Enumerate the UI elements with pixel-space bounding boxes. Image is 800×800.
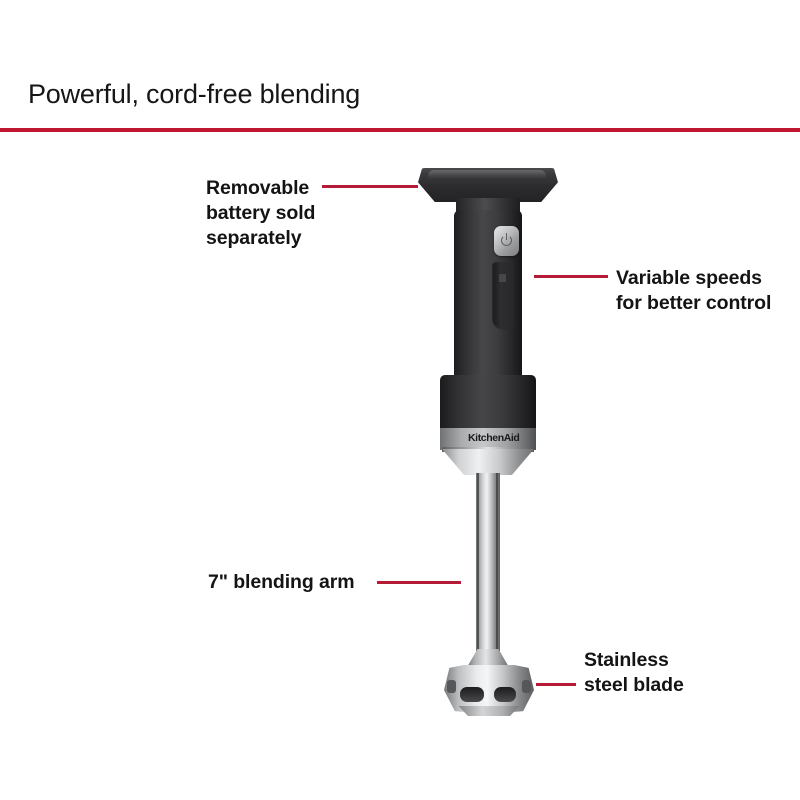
blade-opening — [460, 687, 484, 702]
callout-stainless-blade: Stainless steel blade — [584, 648, 684, 698]
speed-trigger-lever — [492, 262, 514, 330]
kitchenaid-wordmark: KitchenAid — [468, 432, 520, 444]
leader-line-blending-arm — [377, 581, 461, 584]
leader-line-variable-speeds — [534, 275, 608, 278]
callout-line: Stainless — [584, 649, 669, 671]
shaft-edge-left — [477, 473, 479, 655]
page-title: Powerful, cord-free blending — [28, 79, 361, 109]
callout-line: Removable — [206, 177, 310, 199]
callout-line: Variable speeds — [616, 267, 762, 289]
callout-line: 7" blending arm — [208, 571, 355, 593]
shaft-flare — [466, 649, 510, 669]
brand-band: KitchenAid — [440, 428, 536, 450]
blade-guard-notch-right — [522, 680, 531, 693]
callout-line: separately — [206, 227, 302, 249]
callout-line: steel blade — [584, 674, 684, 696]
power-button — [494, 226, 519, 256]
callout-variable-speeds: Variable speeds for better control — [616, 266, 771, 316]
blade-guard-notch-left — [447, 680, 456, 693]
blade-guard — [444, 665, 534, 713]
leader-line-removable-battery — [322, 185, 418, 188]
battery-cap-highlight — [428, 170, 546, 179]
power-icon — [501, 232, 512, 246]
battery-cap — [418, 168, 558, 202]
blade-opening — [494, 687, 516, 702]
callout-blending-arm: 7" blending arm — [208, 570, 355, 595]
stainless-collar — [442, 449, 534, 475]
callout-line: for better control — [616, 292, 772, 314]
callout-line: battery sold — [206, 202, 316, 224]
leader-line-stainless-blade — [536, 683, 576, 686]
blade-guard-foot — [458, 706, 520, 716]
callout-removable-battery: Removable battery sold separately — [206, 176, 315, 251]
title-divider — [0, 128, 800, 132]
product-image-hand-blender: KitchenAid — [390, 160, 590, 725]
speed-indicator-mark — [499, 274, 506, 282]
shaft-edge-right — [496, 473, 498, 655]
